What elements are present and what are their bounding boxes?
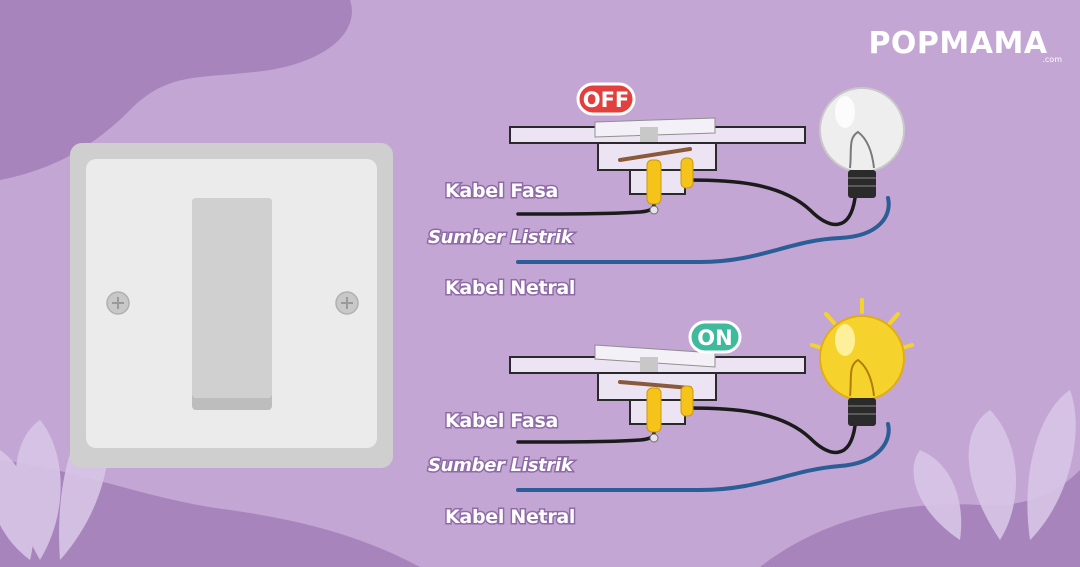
wall-switch [70, 143, 393, 468]
label-kabel-netral-off: Kabel Netral [445, 277, 575, 299]
terminal-left-on [646, 387, 662, 433]
brand-domain: .com [1042, 55, 1062, 64]
state-label-off: OFF [583, 88, 630, 112]
label-kabel-fasa-on: Kabel Fasa [445, 410, 558, 432]
state-label-on: ON [697, 326, 732, 350]
screw-right-icon [335, 291, 359, 315]
label-sumber-listrik-on: Sumber Listrik [428, 455, 574, 476]
switch-rocker [192, 198, 272, 398]
contact-arm-off [618, 147, 692, 162]
bulb-on-icon [810, 298, 914, 426]
label-sumber-listrik-off: Sumber Listrik [428, 227, 574, 248]
diagram-off: OFF Kabel Fasa Sumber Listrik Kabel Netr… [427, 82, 905, 301]
label-kabel-netral-on: Kabel Netral [445, 506, 575, 528]
terminal-screw-on [649, 433, 659, 443]
diagram-on: ON Kabel Fasa Sumber Listrik Kabel Netra… [427, 298, 914, 530]
decor-blob-bottom-left [0, 460, 420, 567]
state-badge-on: ON [688, 320, 742, 354]
terminal-right-off [680, 157, 694, 189]
netral-wire-on [516, 422, 891, 493]
terminal-screw-off [649, 205, 659, 215]
contact-arm-on [618, 380, 692, 390]
terminal-left-off [646, 159, 662, 205]
decor-leaves-right [913, 390, 1076, 540]
switch-lever-on [594, 344, 716, 368]
screw-left-icon [106, 291, 130, 315]
netral-wire-off [516, 196, 891, 265]
decor-blob-top-left [0, 0, 352, 180]
state-badge-off: OFF [576, 82, 636, 116]
brand-logo: POPMAMA [868, 26, 1047, 61]
fasa-wire-lamp-on [686, 406, 857, 454]
terminal-right-on [680, 385, 694, 417]
fasa-wire-lamp-off [686, 178, 857, 226]
decor-blob-bottom-right [760, 470, 1080, 567]
bulb-off-icon [819, 87, 905, 198]
label-kabel-fasa-off: Kabel Fasa [445, 180, 558, 202]
